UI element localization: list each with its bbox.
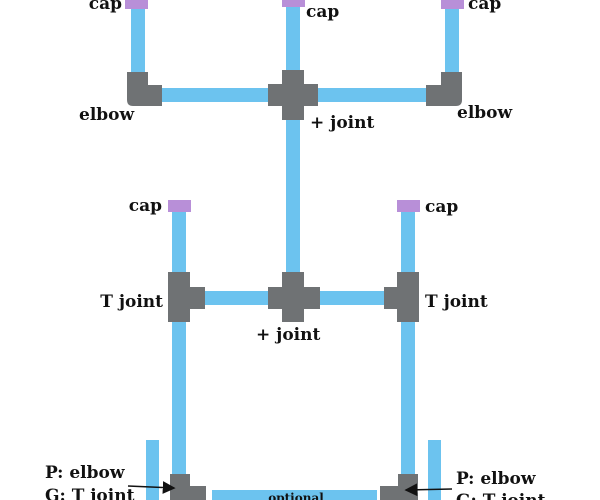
labels: cap cap cap elbow elbow + joint cap cap … [45, 0, 546, 500]
pipe-top-center-vertical [286, 5, 300, 73]
arrow-left [127, 481, 176, 494]
pipe-mid-right-upper [401, 208, 415, 276]
elbow-top-left [127, 72, 162, 106]
label-g-t-joint-left: G: T joint [45, 486, 135, 500]
cap-mid-right [397, 200, 420, 212]
pipe-bottom-optional [212, 490, 377, 500]
label-cap-top-center: cap [306, 2, 339, 22]
bottom-fitting-right [380, 474, 418, 500]
arrows [127, 481, 453, 497]
label-cap-mid-right: cap [425, 197, 458, 217]
label-plus-joint-top: + joint [310, 113, 374, 133]
pipes [131, 5, 459, 500]
t-joint-left [168, 272, 205, 322]
arrow-right [404, 483, 453, 497]
label-cap-top-left: cap [89, 0, 122, 14]
pipe-top-horizontal-left [160, 88, 270, 102]
pipe-outer-right [428, 440, 441, 500]
label-cap-mid-left: cap [129, 196, 162, 216]
pipe-top-right-vertical [445, 5, 459, 77]
pipe-mid-left-upper [172, 208, 186, 276]
cap-top-right [441, 0, 464, 9]
t-joint-right [384, 272, 419, 322]
pipe-mid-horizontal-left [204, 291, 270, 305]
label-t-joint-left: T joint [100, 292, 163, 312]
caps [125, 0, 464, 212]
label-plus-joint-middle: + joint [256, 325, 320, 345]
pipe-top-horizontal-right [316, 88, 428, 102]
label-p-elbow-right: P: elbow [456, 469, 536, 489]
label-cap-top-right: cap [468, 0, 501, 14]
elbow-top-right [426, 72, 462, 106]
label-elbow-left: elbow [79, 105, 134, 125]
label-p-elbow-left: P: elbow [45, 463, 125, 483]
cap-top-left [125, 0, 148, 9]
pipe-lower-right [401, 320, 415, 476]
label-elbow-right: elbow [457, 103, 512, 123]
pipe-outer-left [146, 440, 159, 500]
label-t-joint-right: T joint [425, 292, 488, 312]
cap-top-center [282, 0, 305, 7]
plus-joint-middle [268, 272, 320, 322]
pipe-top-left-vertical [131, 5, 145, 77]
pipe-lower-left [172, 320, 186, 476]
pipe-spine [286, 116, 300, 274]
fittings [127, 70, 462, 500]
bottom-fitting-left [170, 474, 206, 500]
cap-mid-left [168, 200, 191, 212]
pipe-mid-horizontal-right [318, 291, 386, 305]
label-g-t-joint-right: G: T joint [456, 491, 546, 500]
plus-joint-top [268, 70, 318, 120]
label-optional: optional [268, 491, 324, 500]
